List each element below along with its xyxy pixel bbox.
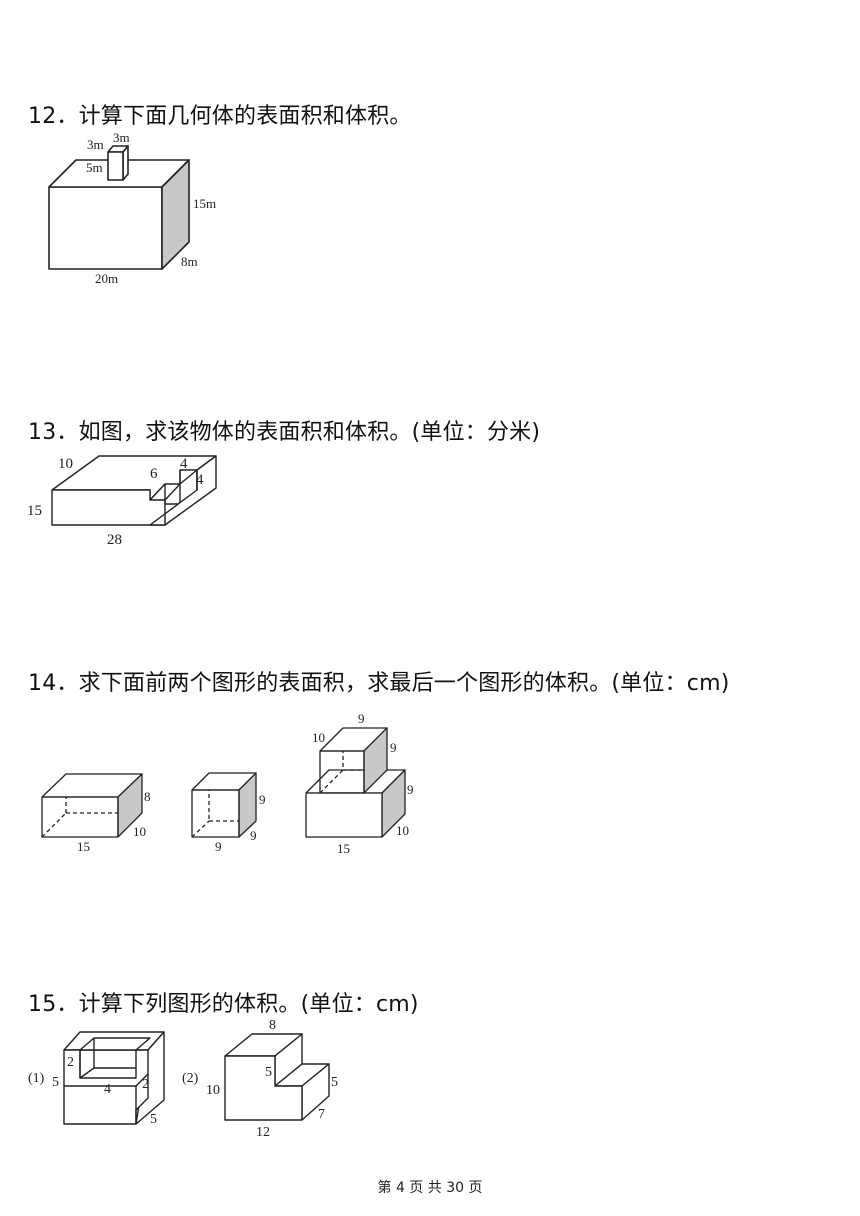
- q13-label-notch-depth: 4: [180, 456, 188, 472]
- q15-2-label-length: 12: [256, 1125, 270, 1140]
- q15-1-tag: (1): [28, 1071, 45, 1086]
- q12-label-small-width: 3m: [87, 137, 104, 152]
- q15-1-label-inner-height: 2: [67, 1055, 74, 1070]
- q14c-label-top-height: 9: [390, 740, 397, 755]
- q14-cuboid-a: [41, 773, 143, 838]
- page-footer: 第 4 页 共 30 页: [377, 1180, 483, 1196]
- q15-2-tag: (2): [182, 1071, 199, 1086]
- q12-label-height: 15m: [193, 196, 216, 211]
- q15-2-label-right: 5: [331, 1075, 338, 1090]
- q14c-label-top-width: 9: [358, 711, 365, 726]
- question-14-figure: 8 10 15 9 9 9 9 10 9 9 10 15: [41, 711, 414, 856]
- question-12-figure: 3m 3m 5m 15m 8m 20m: [48, 130, 216, 286]
- q15-1-label-inner-width: 4: [104, 1082, 111, 1097]
- q12-small-box-front: [107, 151, 124, 181]
- q15-2-label-height: 10: [206, 1083, 220, 1098]
- q15-2-label-step: 5: [265, 1065, 272, 1080]
- q15-figure-1: [63, 1031, 165, 1125]
- q15-figure-2: [224, 1033, 330, 1121]
- question-15-figure: (1) 2 5 4 2 5 (2) 8 5 10 5 7 12: [28, 1018, 338, 1140]
- q15-1-label-height: 5: [52, 1075, 59, 1090]
- question-13-title: 13．如图，求该物体的表面积和体积。(单位：分米): [28, 420, 541, 445]
- q12-front-face: [48, 186, 163, 270]
- q13-label-length: 28: [107, 532, 122, 548]
- question-13-figure: 10 6 4 4 15 28: [27, 455, 217, 548]
- q13-label-notch-height: 4: [196, 472, 204, 488]
- q14b-label-height: 9: [259, 792, 266, 807]
- q15-1-label-depth: 5: [150, 1112, 157, 1127]
- q12-label-length: 20m: [95, 271, 118, 286]
- q14c-label-bottom-depth: 10: [396, 823, 409, 838]
- q13-label-notch-length: 6: [150, 466, 158, 482]
- q14-combined-c: [305, 727, 406, 838]
- q14-cube-b: [191, 772, 257, 838]
- q13-label-depth: 10: [58, 456, 73, 472]
- q14c-label-bottom-height: 9: [407, 782, 414, 797]
- q13-label-height: 15: [27, 503, 42, 519]
- question-14-title: 14．求下面前两个图形的表面积，求最后一个图形的体积。(单位：cm): [28, 671, 730, 696]
- q14a-label-length: 15: [77, 839, 90, 854]
- q13-front-face: [51, 469, 198, 526]
- q14c-label-bottom-length: 15: [337, 841, 350, 856]
- q15-2-label-top: 8: [269, 1018, 276, 1033]
- q15-1-label-side: 2: [142, 1077, 149, 1092]
- q14a-label-height: 8: [144, 789, 151, 804]
- q12-label-depth: 8m: [181, 254, 198, 269]
- q12-label-small-height: 5m: [86, 160, 103, 175]
- q14c-label-top-depth: 10: [312, 730, 325, 745]
- question-15-title: 15．计算下列图形的体积。(单位：cm): [28, 992, 419, 1017]
- q14b-label-width: 9: [215, 839, 222, 854]
- q14a-label-depth: 10: [133, 824, 146, 839]
- q15-2-label-depth: 7: [318, 1107, 325, 1122]
- q12-right-face: [161, 159, 190, 270]
- q12-label-small-depth: 3m: [113, 130, 130, 145]
- q14b-label-depth: 9: [250, 828, 257, 843]
- question-12-title: 12．计算下面几何体的表面积和体积。: [28, 104, 412, 129]
